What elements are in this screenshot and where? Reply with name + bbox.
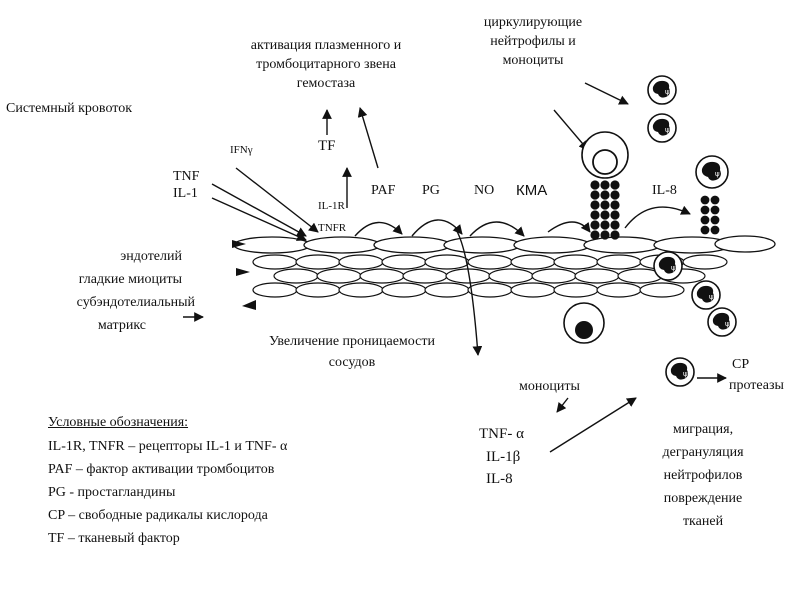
systemic-circulation-label: Системный кровоток <box>6 101 132 116</box>
migration-label-line1: миграция, <box>672 422 734 437</box>
subendothelial-label: субэндотелиальный <box>76 295 195 310</box>
tnf-alpha-label: TNF- α <box>479 426 524 442</box>
svg-text:ψ: ψ <box>709 293 714 301</box>
tissue-monocyte <box>563 302 605 344</box>
legend-item: TF – тканевый фактор <box>48 531 180 546</box>
migration-label-line5: тканей <box>682 514 724 529</box>
lower-arrows <box>183 312 727 453</box>
matrix-label: матрикс <box>97 318 146 333</box>
neutrophil-adhesion <box>700 195 720 235</box>
no-label: NO <box>474 183 495 198</box>
il1r-label: IL-1R <box>318 200 345 212</box>
svg-text:ψ: ψ <box>671 264 676 272</box>
migration-label-line3: нейтрофилов <box>663 468 743 483</box>
endothelium-layer <box>233 235 776 254</box>
ifn-gamma-label: IFNγ <box>230 144 253 156</box>
svg-text:ψ: ψ <box>665 88 670 96</box>
svg-text:ψ: ψ <box>683 370 688 378</box>
monocytes-label: моноциты <box>519 379 580 394</box>
permeability-label-line1: Увеличение проницаемости <box>269 334 435 349</box>
hemostasis-label-line1: активация плазменного и <box>250 38 402 53</box>
permeability-arrow <box>454 227 483 356</box>
legend-item: PAF – фактор активации тромбоцитов <box>48 462 275 477</box>
pg-label: PG <box>422 183 440 198</box>
layer-markers <box>232 240 256 310</box>
migration-label-line2: дегрануляция <box>662 445 744 460</box>
hemostasis-label-line2: тромбоцитарного звена <box>256 57 396 72</box>
svg-text:ψ: ψ <box>665 126 670 134</box>
legend-title: Условные обозначения: <box>48 415 189 430</box>
migration-label-line4: повреждение <box>663 491 743 506</box>
proteases-label: протеазы <box>729 378 784 393</box>
circulation-arrows <box>553 82 629 151</box>
neutrophils: ψ ψ ψ ψ ψ ψ ψ <box>647 75 737 387</box>
il1-beta-label: IL-1β <box>486 449 521 465</box>
circulating-label-line3: моноциты <box>502 53 564 68</box>
activation-arrows <box>322 107 379 208</box>
legend-item: PG - простагландины <box>48 485 176 500</box>
paf-label: PAF <box>371 183 396 198</box>
svg-text:ψ: ψ <box>715 170 720 178</box>
svg-text:ψ: ψ <box>725 320 730 328</box>
endothelium-label: эндотелий <box>120 249 182 264</box>
permeability-label-line2: сосудов <box>328 355 376 370</box>
legend-item: IL-1R, TNFR – рецепторы IL-1 и TNF- α <box>48 439 288 454</box>
il1-label: IL-1 <box>173 186 198 201</box>
circulating-label-line2: нейтрофилы и <box>490 34 576 49</box>
kma-label: КМА <box>516 182 548 199</box>
il8-bottom-label: IL-8 <box>486 471 513 487</box>
cp-label: CP <box>732 357 750 372</box>
adhering-leukocyte <box>581 131 629 240</box>
hemostasis-label-line3: гемостаза <box>296 76 356 91</box>
mediator-arrows <box>354 205 691 237</box>
tnfr-label: TNFR <box>318 222 347 234</box>
circulating-label-line1: циркулирующие <box>483 15 583 30</box>
tf-label: TF <box>318 138 336 154</box>
il8-top-label: IL-8 <box>652 183 677 198</box>
legend-item: CP – свободные радикалы кислорода <box>48 508 268 523</box>
tnf-label: TNF <box>173 169 200 184</box>
smooth-myocyte-layer <box>252 254 728 298</box>
smooth-myocytes-label: гладкие миоциты <box>78 272 182 287</box>
cytokine-arrows <box>211 167 319 241</box>
